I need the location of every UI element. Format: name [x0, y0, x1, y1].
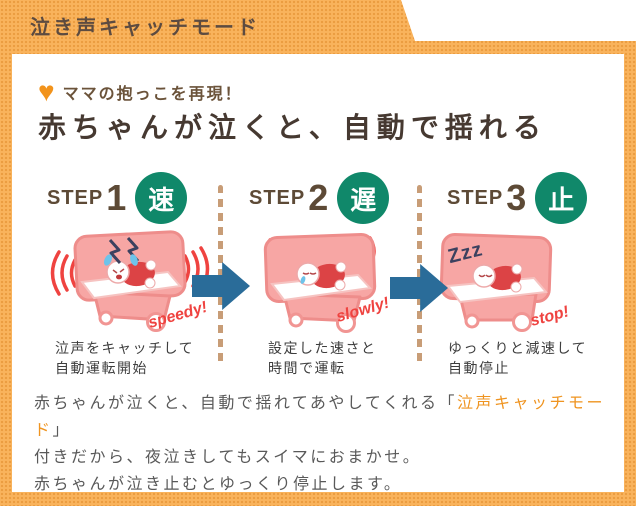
- step3-caption-line2: 自動停止: [448, 360, 510, 376]
- step2-header: STEP 2 遅: [249, 170, 390, 226]
- step1-badge: 速: [135, 172, 188, 224]
- step1-header: STEP 1 速: [47, 170, 188, 226]
- corner-cutout: [401, 0, 636, 41]
- description-line3: 赤ちゃんが泣き止むとゆっくり停止します。: [34, 476, 403, 493]
- step1-caption-line2: 自動運転開始: [55, 360, 148, 376]
- step3-caption-line1: ゆっくりと減速して: [448, 340, 588, 356]
- step3-badge: 止: [535, 172, 588, 224]
- step2-number: 2: [308, 177, 329, 218]
- description-line1-pre: 赤ちゃんが泣くと、自動で揺れてあやしてくれる「: [34, 395, 457, 412]
- baby-settling: [296, 261, 347, 291]
- step1-caption: 泣声をキャッチして 自動運転開始: [55, 338, 194, 378]
- step2-badge: 遅: [337, 172, 390, 224]
- mode-name-highlight: 泣声キャッチモード: [34, 395, 605, 439]
- content-panel: ♥ ママの抱っこを再現！ 赤ちゃんが泣くと、自動で揺れる STEP 1 速 ST…: [12, 54, 624, 493]
- page-title: 泣き声キャッチモード: [30, 17, 260, 39]
- tear-drops: [103, 254, 138, 266]
- step2-caption: 設定した速さと 時間で運転: [268, 338, 377, 378]
- step3-header: STEP 3 止: [447, 170, 588, 226]
- step2-illustration: slowly!: [263, 233, 392, 333]
- step2-caption-line2: 時間で運転: [268, 360, 346, 376]
- step-divider-2: [417, 185, 422, 367]
- step3-caption: ゆっくりと減速して 自動停止: [448, 338, 587, 378]
- description-line2: 付きだから、夜泣きしてもスイマにおまかせ。: [34, 449, 422, 466]
- step2-label: STEP: [249, 186, 306, 209]
- sound-waves-left: [50, 250, 77, 296]
- description-paragraph: 赤ちゃんが泣くと、自動で揺れてあやしてくれる「泣声キャッチモード」 付きだから、…: [34, 390, 620, 498]
- tagline-row: ♥ ママの抱っこを再現！: [38, 76, 243, 107]
- step3-illustration: Zzz stop!: [439, 233, 571, 332]
- step1-caption-line1: 泣声をキャッチして: [55, 340, 195, 356]
- step1-illustration: speedy!: [50, 230, 210, 332]
- step3-label: STEP: [447, 186, 504, 209]
- tagline-text: ママの抱っこを再現！: [62, 86, 243, 103]
- main-heading: 赤ちゃんが泣くと、自動で揺れる: [38, 112, 547, 143]
- step1-number: 1: [106, 177, 127, 218]
- step2-caption-line1: 設定した速さと: [268, 340, 377, 356]
- heart-icon: ♥: [38, 76, 55, 107]
- step1-label: STEP: [47, 186, 104, 209]
- step3-number: 3: [506, 177, 527, 218]
- description-line1-post: 」: [52, 422, 72, 439]
- baby-crying: [106, 259, 157, 289]
- description-line1: 赤ちゃんが泣くと、自動で揺れてあやしてくれる「泣声キャッチモード」: [34, 390, 620, 444]
- cradle: [263, 233, 377, 333]
- baby-sleeping: [472, 263, 523, 293]
